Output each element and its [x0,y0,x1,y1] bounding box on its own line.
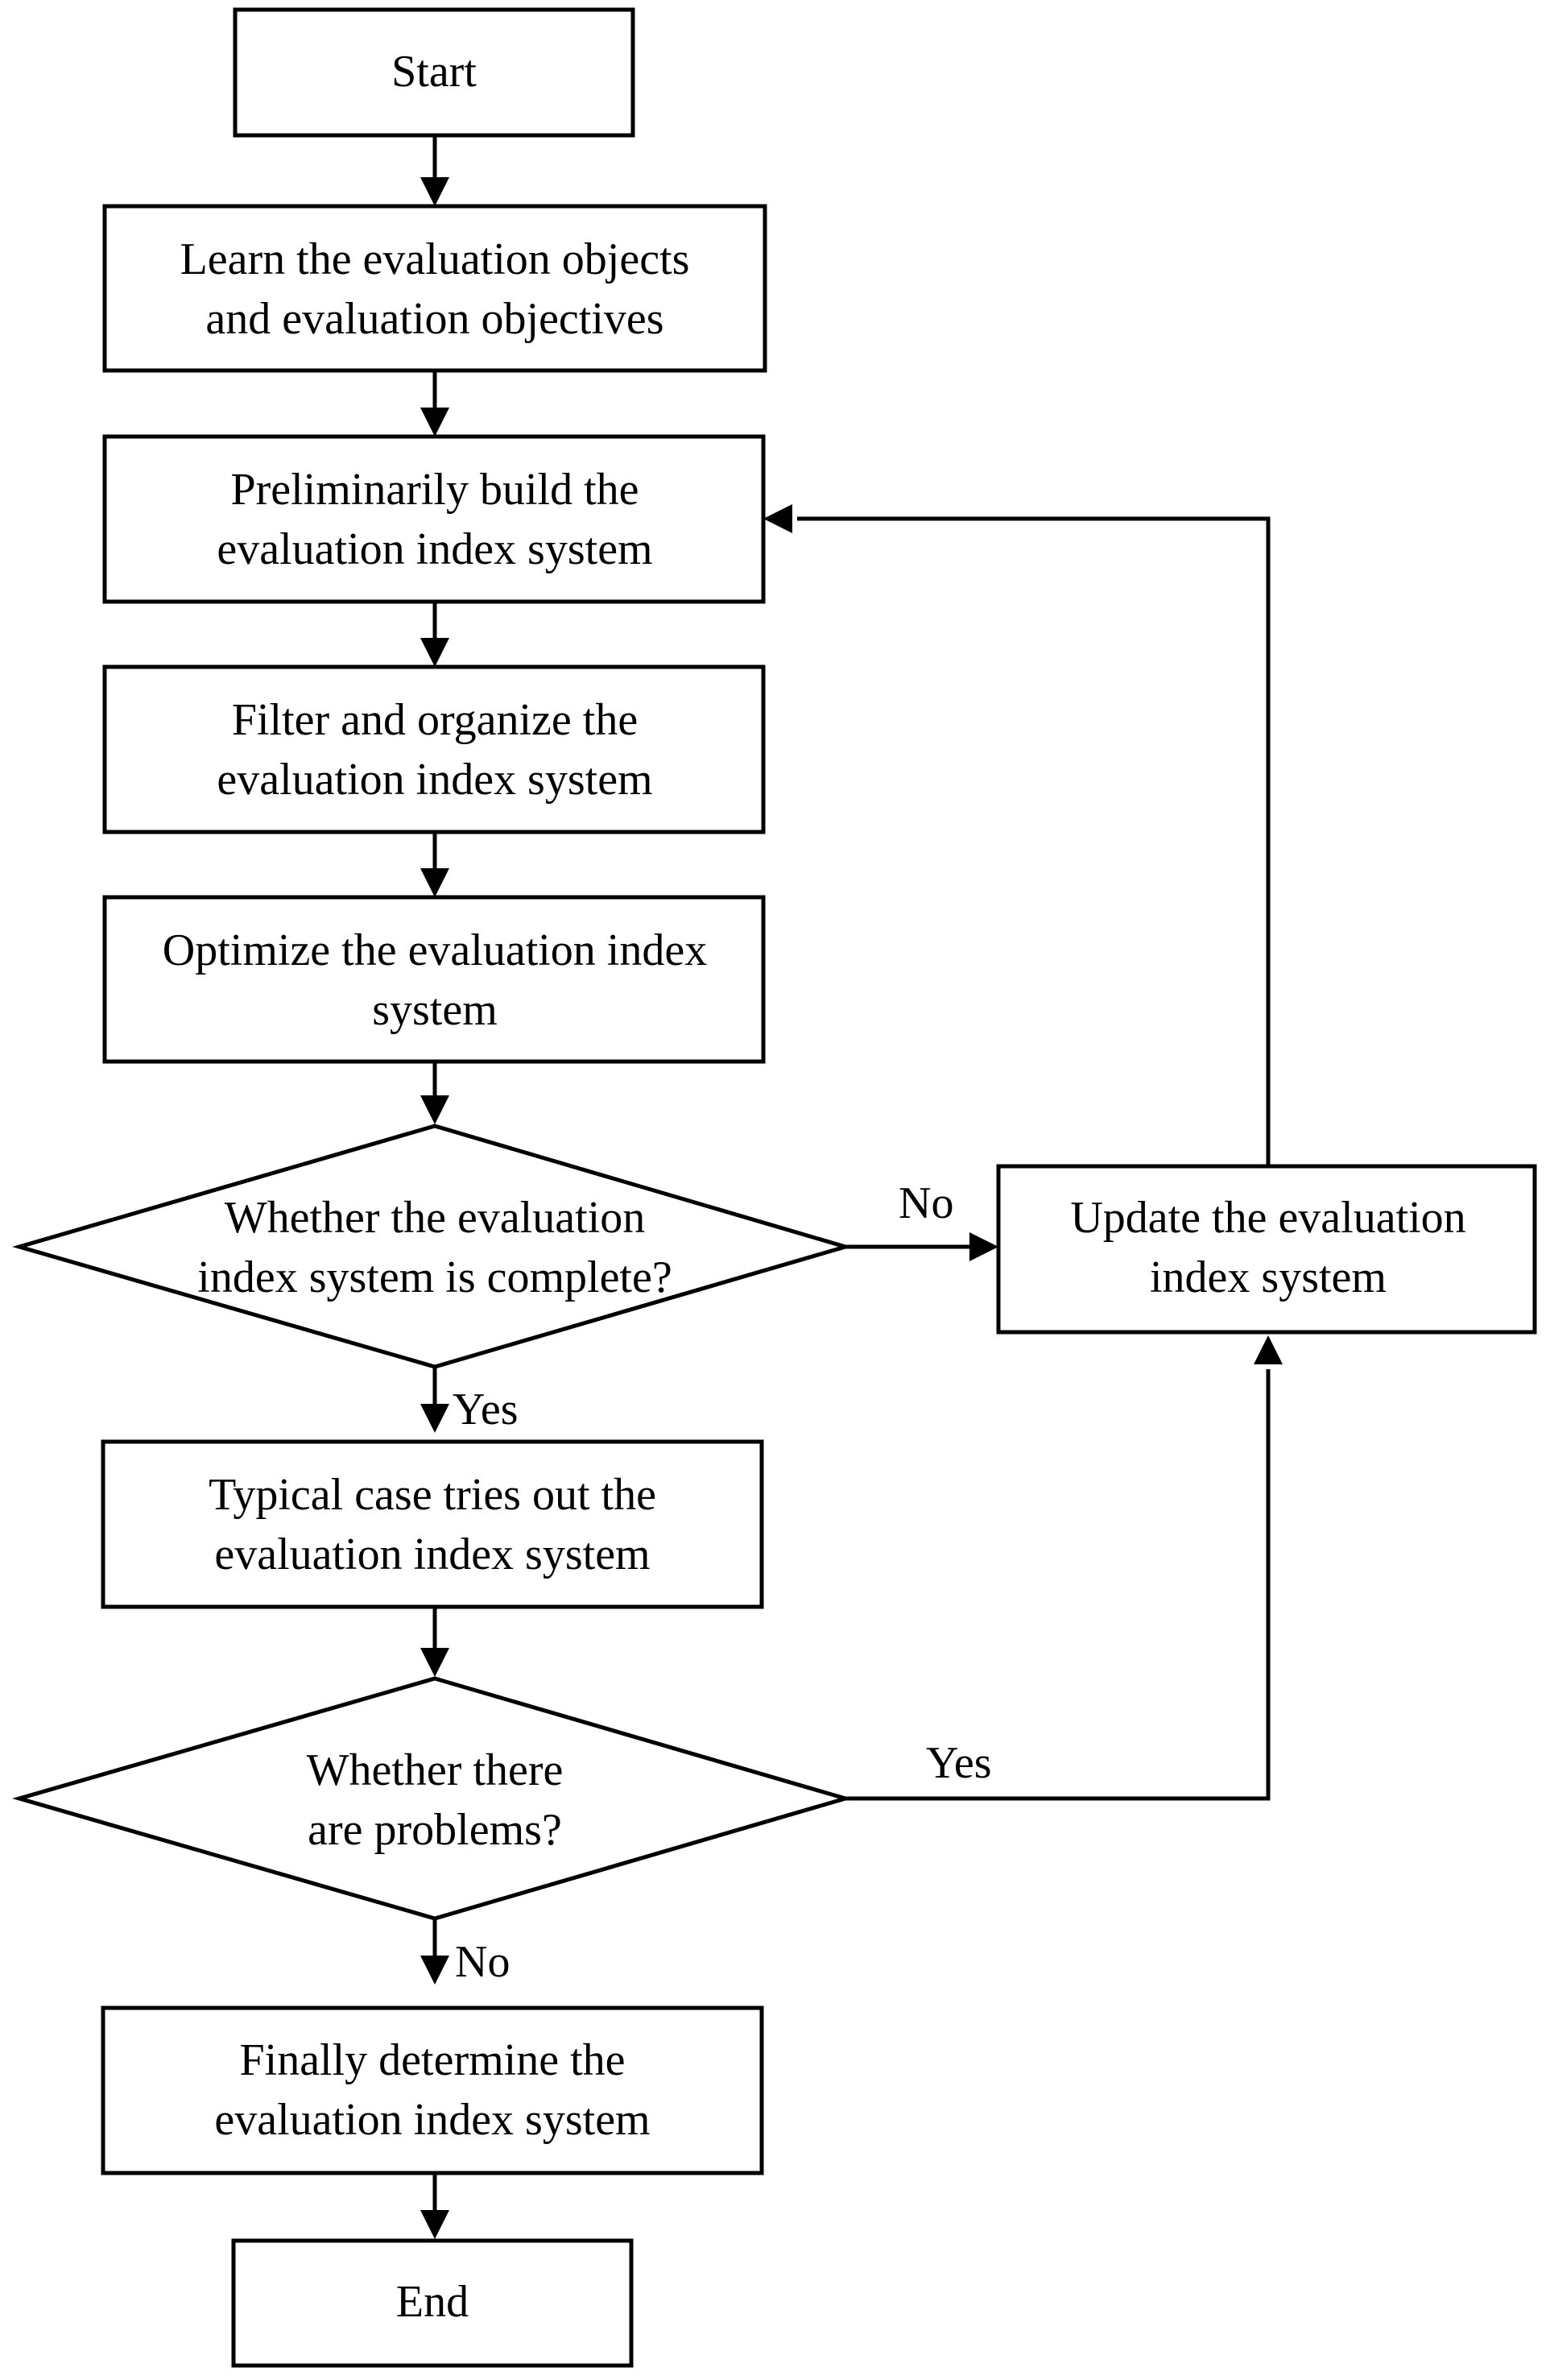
node-optimize: Optimize the evaluation index system [102,895,766,1064]
edge-update-prelim [797,516,1271,1166]
connectors [432,135,1271,2215]
node-final: Finally determine the evaluation index s… [101,2005,764,2175]
node-update-line-1: Update the evaluation [1070,1193,1465,1243]
node-start: Start [233,7,635,138]
node-update-line-2: index system [1150,1252,1387,1302]
edge-problems-update [845,1369,1271,1801]
arrowhead-tryout [420,1404,449,1433]
node-complete-line-1: Whether the evaluation [225,1193,645,1243]
arrowheads [420,177,1283,2239]
node-end: End [231,2238,634,2368]
node-start-label: Start [391,47,477,97]
arrowhead-optimize [420,868,449,897]
node-prelim-line-2: evaluation index system [217,524,652,574]
node-problems-line-1: Whether there [307,1745,564,1795]
arrowhead-end [420,2210,449,2239]
node-filter: Filter and organize the evaluation index… [102,664,766,834]
node-learn: Learn the evaluation objects and evaluat… [102,204,767,373]
arrowhead-prelim-from-right [763,504,792,533]
node-prelim-line-1: Preliminarily build the [230,465,639,515]
node-optimize-line-2: system [372,985,498,1035]
node-final-line-1: Finally determine the [240,2035,626,2085]
edge-label-complete-no: No [899,1178,953,1228]
node-complete-decision: Whether the evaluation index system is c… [12,1124,853,1369]
node-filter-line-1: Filter and organize the [232,695,638,745]
arrowhead-update-from-below [1254,1335,1283,1364]
node-tryout: Typical case tries out the evaluation in… [101,1439,764,1609]
arrowhead-learn [420,177,449,206]
node-problems-line-2: are problems? [308,1805,562,1855]
node-problems-decision: Whether there are problems? [11,1676,853,1921]
node-optimize-line-1: Optimize the evaluation index [163,925,707,975]
arrowhead-prelim [420,408,449,437]
node-tryout-line-1: Typical case tries out the [209,1470,656,1520]
node-end-label: End [396,2277,469,2327]
arrowhead-filter [420,638,449,667]
edge-label-problems-no: No [455,1937,510,1987]
edge-label-problems-yes: Yes [926,1738,991,1788]
node-filter-line-2: evaluation index system [217,755,652,805]
arrowhead-complete [420,1095,449,1124]
node-update: Update the evaluation index system [996,1164,1537,1335]
node-learn-line-1: Learn the evaluation objects [180,234,690,284]
node-prelim: Preliminarily build the evaluation index… [102,434,766,604]
node-final-line-2: evaluation index system [214,2095,650,2145]
node-tryout-line-2: evaluation index system [214,1529,650,1579]
arrowhead-update-from-left [969,1232,998,1261]
arrowhead-problems [420,1648,449,1677]
edge-label-complete-yes: Yes [453,1385,518,1434]
node-complete-line-2: index system is complete? [197,1252,672,1302]
arrowhead-final [420,1956,449,1985]
node-learn-line-2: and evaluation objectives [205,294,663,344]
